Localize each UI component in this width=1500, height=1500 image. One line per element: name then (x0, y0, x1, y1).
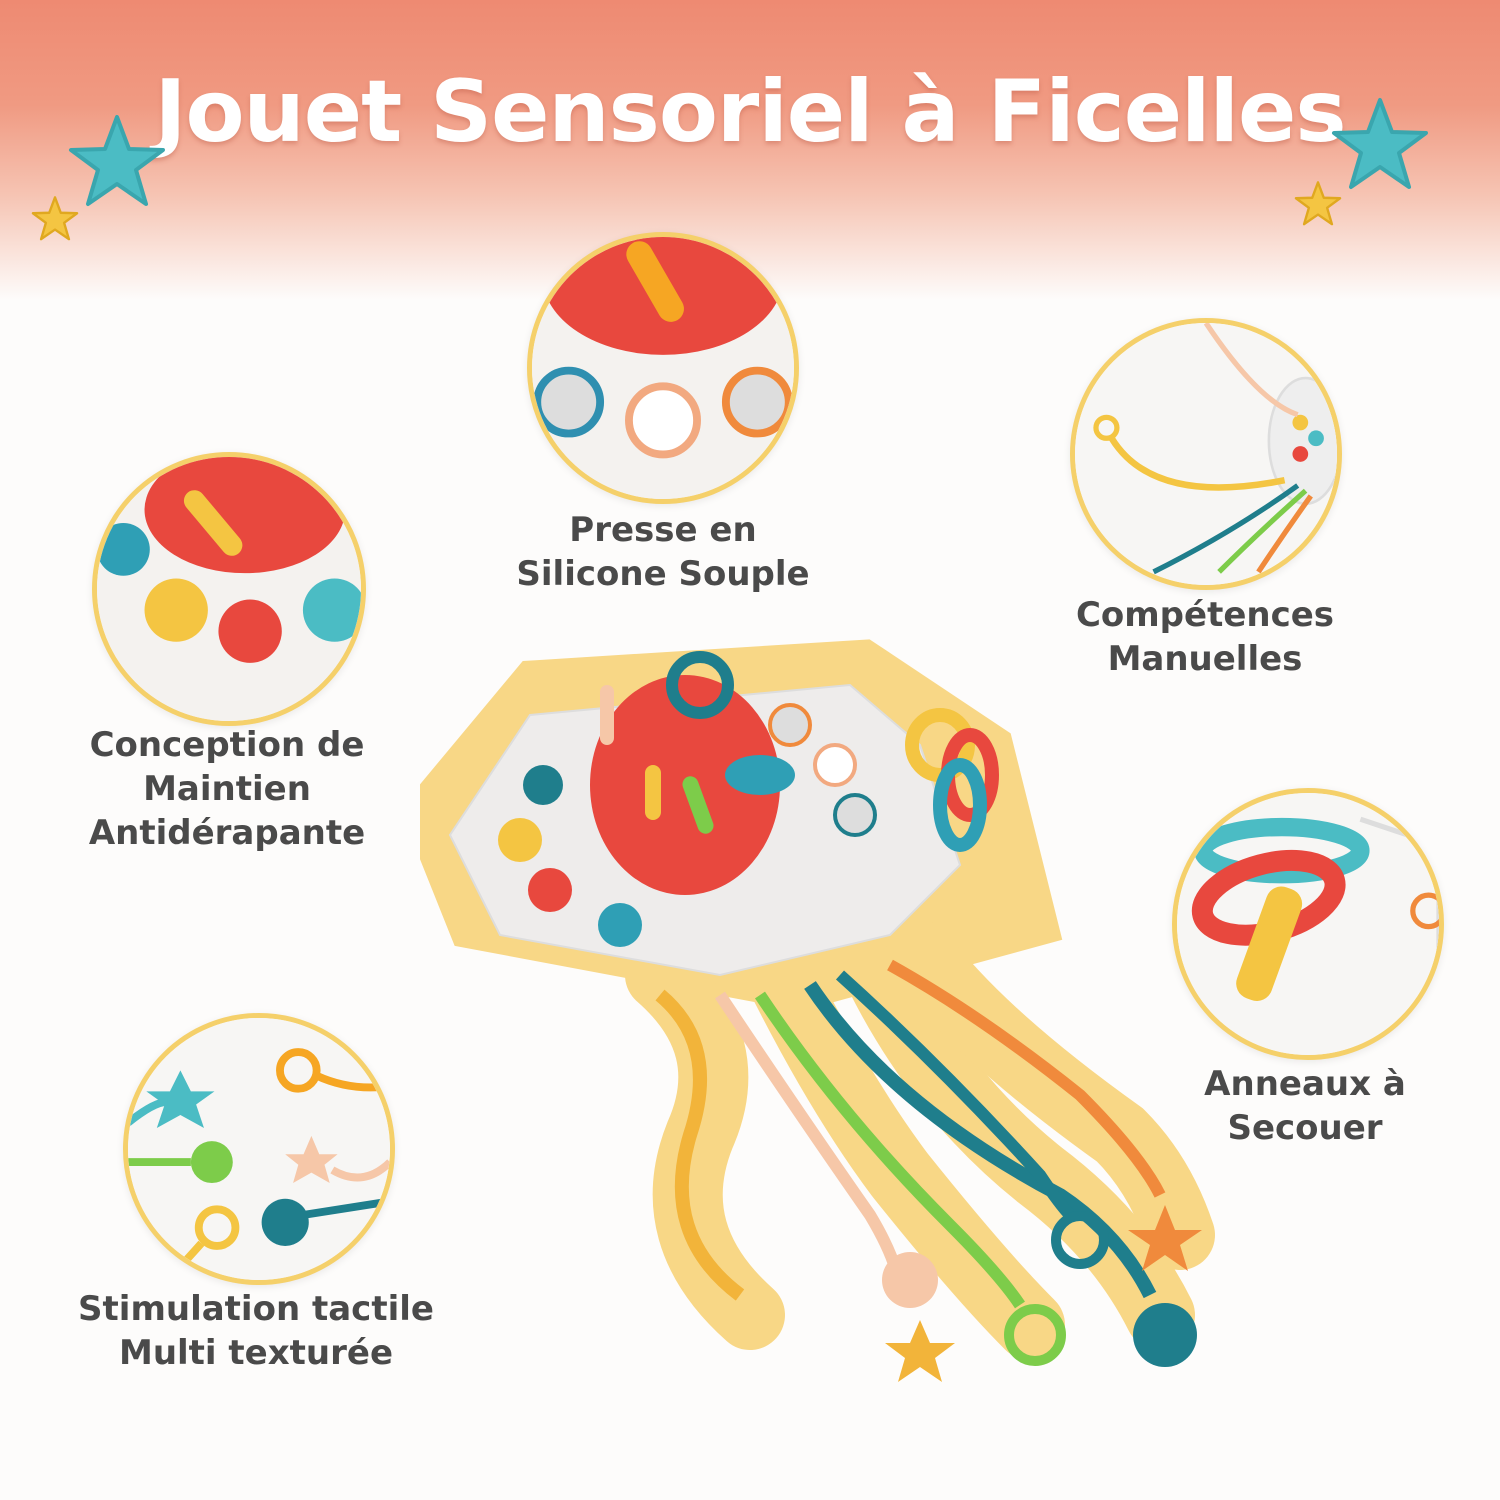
page-title: Jouet Sensoriel à Ficelles (154, 62, 1346, 162)
feature-image-manual-skills (1070, 318, 1342, 590)
yellow-star-icon (31, 196, 79, 241)
feature-image-tactile (123, 1013, 395, 1285)
feature-image-non-slip (92, 452, 366, 726)
yellow-star-icon (1294, 181, 1342, 226)
header-banner (0, 0, 1500, 300)
feature-image-press (527, 232, 799, 504)
feature-image-shake-rings (1172, 788, 1444, 1060)
sensory-toy-image (420, 639, 1215, 1382)
teal-star-icon (69, 115, 165, 206)
teal-star-icon (1332, 98, 1428, 189)
